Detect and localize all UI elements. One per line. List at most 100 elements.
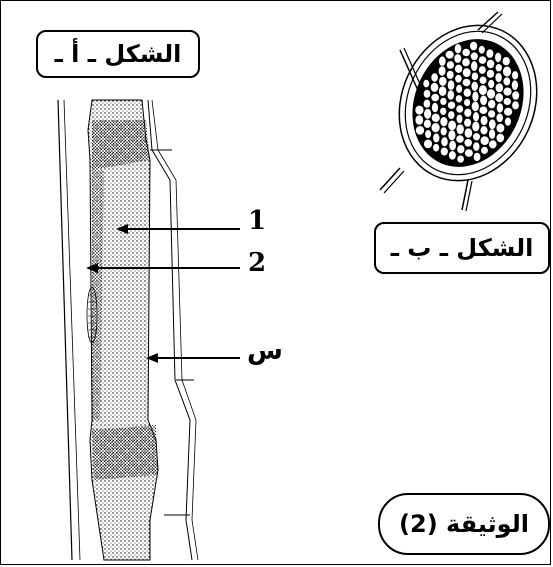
perforation-cell xyxy=(503,57,510,65)
perforation-cell xyxy=(489,129,495,139)
perforation-cell xyxy=(441,148,448,156)
perforation-cell xyxy=(447,61,454,69)
perforation-cell xyxy=(448,111,454,119)
figure-a-label: الشكل ـ أ ـ xyxy=(36,30,200,78)
perforation-cell xyxy=(439,56,446,66)
perforation-cell xyxy=(497,124,505,133)
perforation-cell xyxy=(472,92,478,102)
perforation-cell xyxy=(431,83,439,92)
annotation-s: س xyxy=(247,336,283,366)
perforation-cell xyxy=(473,142,479,151)
perforation-cell xyxy=(503,77,510,85)
perforation-cell xyxy=(448,80,455,90)
perforation-cell xyxy=(479,106,487,114)
perforation-cell xyxy=(431,94,439,102)
perforation-cell xyxy=(505,118,511,126)
perforation-cell xyxy=(470,42,477,51)
perforation-cell xyxy=(456,95,462,102)
perforation-cell xyxy=(512,101,519,109)
perforation-cell xyxy=(455,75,462,83)
annotation-2: 2 xyxy=(248,248,266,278)
perforation-cell xyxy=(432,114,440,122)
perforation-cell xyxy=(457,124,464,134)
perforation-cell xyxy=(497,103,503,112)
perforation-cell xyxy=(448,130,455,140)
perforation-cell xyxy=(496,83,504,92)
perforation-cell xyxy=(512,80,518,90)
perforation-cell xyxy=(495,53,501,63)
perforation-cell xyxy=(504,98,511,105)
perforation-cell xyxy=(424,120,431,128)
perforation-cell xyxy=(480,96,487,106)
perforation-cell xyxy=(487,60,494,69)
perforation-cell xyxy=(415,115,423,124)
perforation-cell xyxy=(448,90,455,100)
figure-a-drawing xyxy=(58,100,240,560)
perforation-cell xyxy=(473,112,479,121)
perforation-cell xyxy=(457,156,464,163)
perforation-cell xyxy=(464,119,471,127)
perforation-cell xyxy=(431,73,438,81)
perforation-cell xyxy=(455,65,462,73)
perforation-cell xyxy=(449,151,456,160)
perforation-cell xyxy=(503,67,511,77)
perforation-cell xyxy=(473,133,480,140)
perforation-cell xyxy=(455,44,462,53)
perforation-cell xyxy=(472,102,479,112)
figure-b-drawing xyxy=(374,3,553,211)
perforation-cell xyxy=(474,153,481,161)
perforation-cell xyxy=(463,68,471,77)
perforation-cell xyxy=(481,147,488,154)
perforation-cell xyxy=(486,49,493,58)
perforation-cell xyxy=(439,77,447,86)
perforation-cell xyxy=(440,117,447,126)
perforation-cell xyxy=(448,121,456,131)
figure-b-label: الشكل ـ ب ـ xyxy=(374,222,550,274)
perforation-cell xyxy=(504,108,512,116)
perforation-cell xyxy=(496,64,502,71)
perforation-cell xyxy=(432,103,438,113)
perforation-cell xyxy=(439,66,446,76)
perforation-cell xyxy=(503,88,511,96)
perforation-cell xyxy=(423,80,429,88)
perforation-cell xyxy=(471,52,478,60)
document-label: الوثيقة (2) xyxy=(378,493,550,555)
perforation-cell xyxy=(433,144,439,152)
perforation-cell xyxy=(471,82,478,91)
perforation-cell xyxy=(464,109,471,117)
perforation-cell xyxy=(465,149,473,157)
annotation-1: 1 xyxy=(248,206,266,236)
perforation-cell xyxy=(464,89,471,97)
perforation-cell xyxy=(456,85,462,93)
perforation-cell xyxy=(415,106,423,115)
perforation-cell xyxy=(495,73,501,82)
perforation-cell xyxy=(489,119,496,129)
perforation-cell xyxy=(456,135,464,143)
perforation-cell xyxy=(454,54,461,63)
perforation-cell xyxy=(496,114,503,123)
perforation-cell xyxy=(425,130,431,138)
perforation-cell xyxy=(462,58,470,66)
perforation-cell xyxy=(441,137,448,146)
perforation-cell xyxy=(416,126,424,135)
perforation-cell xyxy=(487,89,495,99)
perforation-cell xyxy=(471,61,477,71)
perforation-cell xyxy=(457,115,463,124)
perforation-cell xyxy=(464,99,470,106)
perforation-cell xyxy=(489,140,497,148)
perforation-cell xyxy=(424,90,431,98)
perforation-cell xyxy=(472,122,479,132)
perforation-cell xyxy=(432,123,440,132)
perforation-cell xyxy=(439,86,447,96)
perforation-cell xyxy=(472,73,478,81)
perforation-cell xyxy=(479,66,486,74)
perforation-cell xyxy=(433,133,439,142)
perforation-cell xyxy=(465,128,473,138)
perforation-cell xyxy=(448,102,455,109)
perforation-cell xyxy=(488,100,495,109)
perforation-cell xyxy=(463,79,471,87)
perforation-cell xyxy=(441,127,447,135)
perforation-cell xyxy=(424,100,431,108)
perforation-cell xyxy=(464,139,472,147)
